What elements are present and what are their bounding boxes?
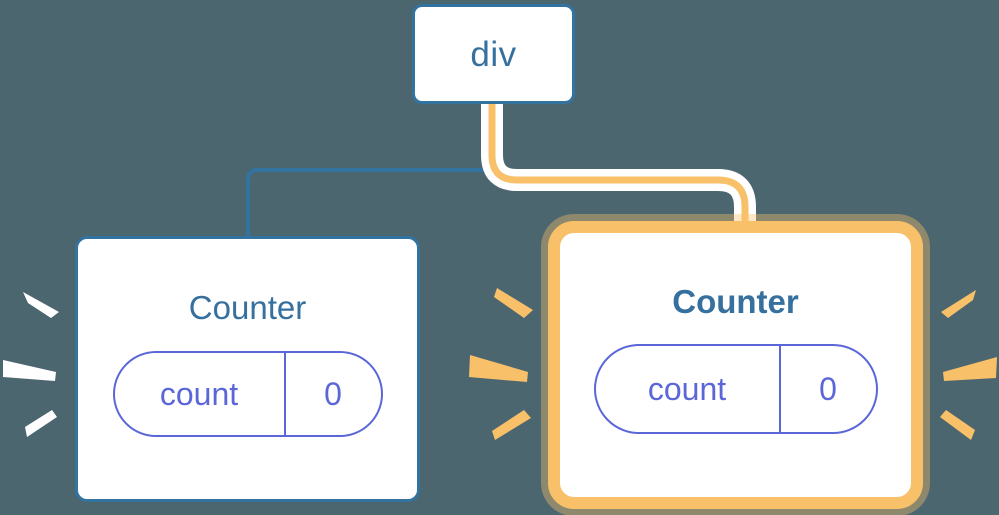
node-counter-left[interactable]: Counter count 0 [75,236,420,502]
sparkle-ray [492,410,531,440]
edge-div-to-counter-right [488,100,749,236]
node-counter-right-title: Counter [672,283,799,320]
state-value-right: 0 [819,371,837,407]
sparkle-ray [941,290,976,318]
sparkle-ray [25,410,57,437]
node-counter-left-title: Counter [188,289,307,326]
sparkle-group-right [940,290,997,440]
node-counter-right-highlighted[interactable]: Counter count 0 [548,221,923,509]
edge-div-to-counter-right-halo [481,93,756,243]
sparkle-group-middle [469,288,533,440]
state-value-left: 0 [324,376,342,412]
sparkle-ray [23,292,59,318]
sparkle-ray [469,355,528,382]
state-key-right: count [596,346,781,432]
node-div-label: div [470,34,517,74]
sparkle-group-left [3,292,59,437]
edge-div-to-counter-left [246,102,494,240]
state-pill-right: count 0 [593,344,878,434]
sparkle-ray [494,288,533,318]
state-key-left: count [115,353,286,435]
node-div[interactable]: div [412,4,575,104]
sparkle-ray [3,360,56,381]
sparkle-ray [940,410,975,440]
state-pill-left: count 0 [112,351,383,437]
sparkle-ray [943,357,997,381]
